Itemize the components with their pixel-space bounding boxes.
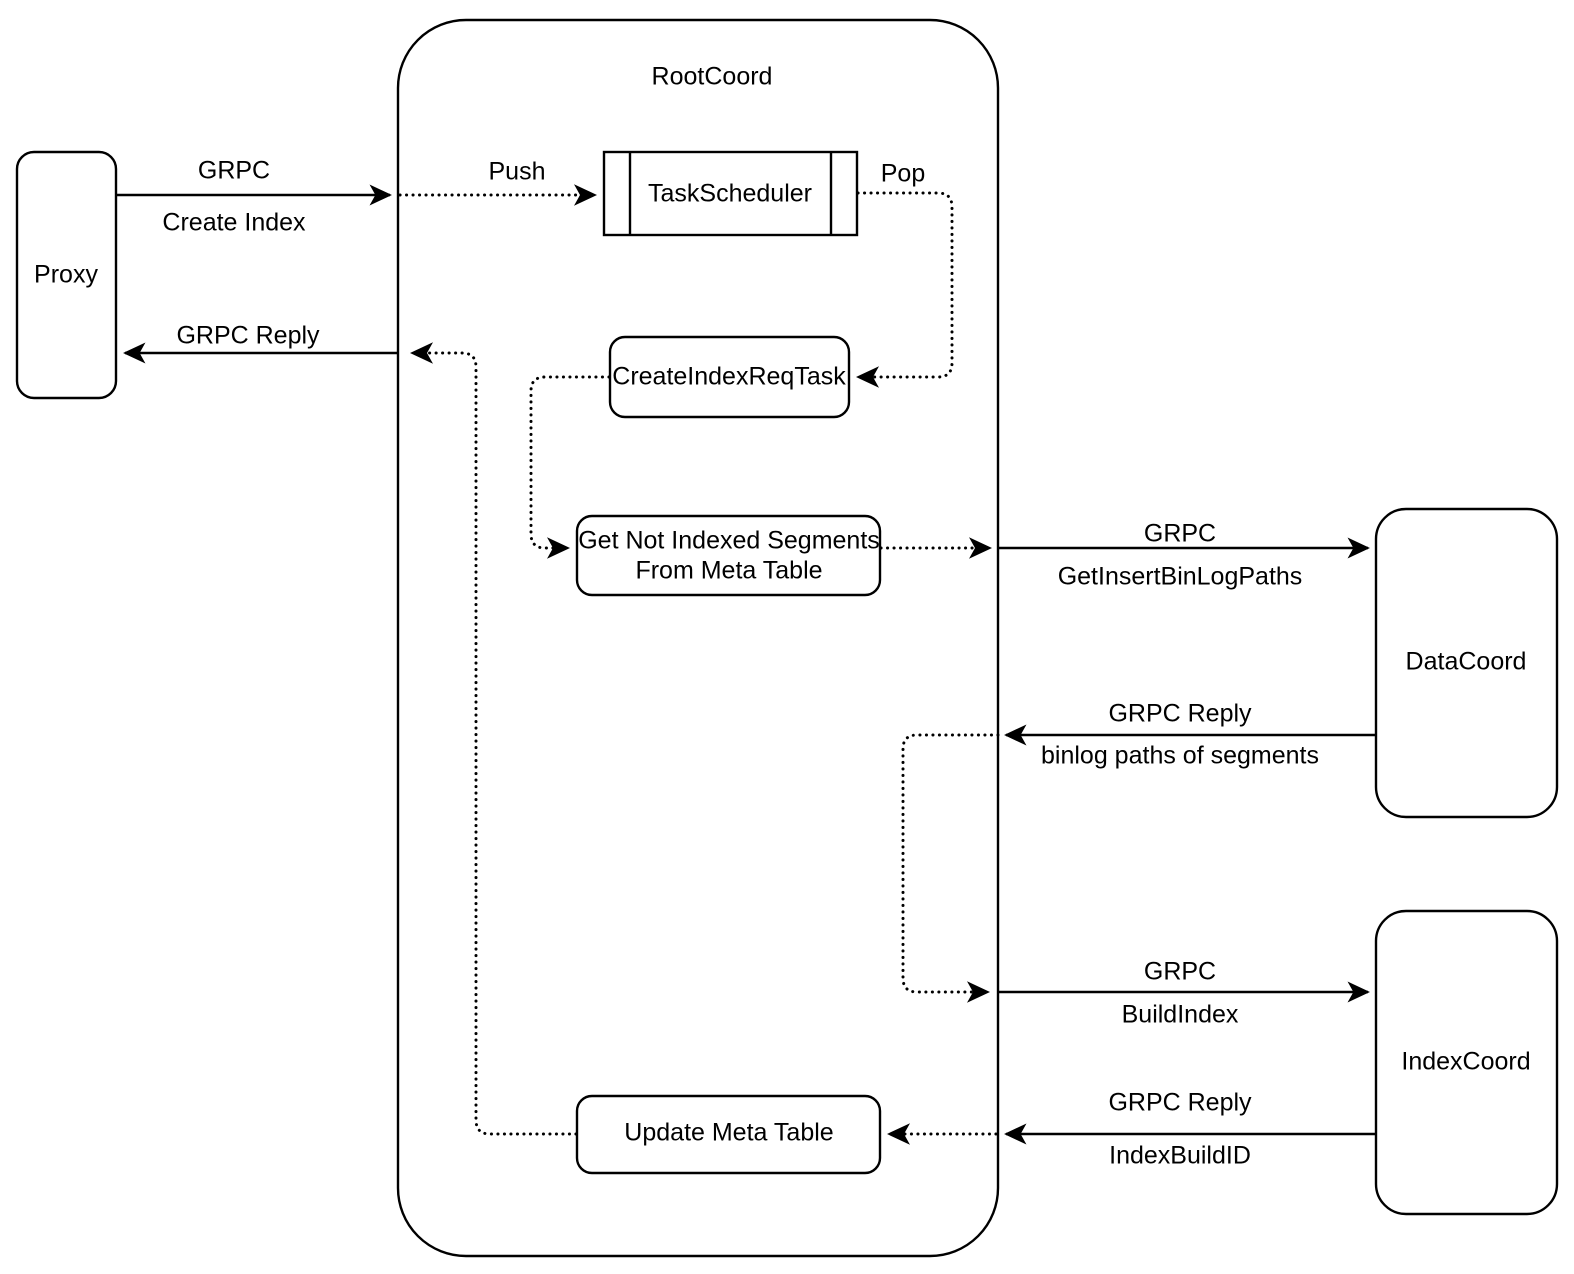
container-rootcoord[interactable]: RootCoord (396, 18, 1000, 1258)
edge-rootcoord-to-datacoord-label-line2: GetInsertBinLogPaths (1058, 563, 1303, 591)
rootcoord-title: RootCoord (652, 63, 773, 91)
edge-indexcoord-to-rootcoord-label-line1: GRPC Reply (1108, 1089, 1252, 1117)
get-not-indexed-segments-label-line1: Get Not Indexed Segments (578, 527, 880, 555)
edge-proxy-to-rootcoord-label-line1: GRPC (198, 157, 270, 185)
node-get-not-indexed-segments[interactable]: Get Not Indexed Segments From Meta Table (575, 514, 882, 597)
edge-datacoord-to-rootcoord[interactable]: GRPC Reply binlog paths of segments (1004, 700, 1376, 770)
task-scheduler-label: TaskScheduler (648, 180, 812, 208)
node-datacoord[interactable]: DataCoord (1374, 507, 1559, 819)
get-not-indexed-segments-box (575, 514, 882, 597)
rootcoord-boundary (396, 18, 1000, 1258)
update-meta-table-label: Update Meta Table (624, 1119, 833, 1147)
datacoord-label: DataCoord (1406, 648, 1527, 676)
edge-update-meta-table-to-grpc-reply-line (410, 342, 578, 1136)
edge-rootcoord-to-datacoord[interactable]: GRPC GetInsertBinLogPaths (998, 520, 1370, 591)
edge-rootcoord-to-indexcoord-label-line2: BuildIndex (1122, 1001, 1239, 1029)
edge-create-index-req-task-to-get-segments[interactable] (529, 375, 611, 559)
edge-binlog-reply-to-buildindex-line (901, 733, 1000, 1003)
edge-datacoord-to-rootcoord-label-line2: binlog paths of segments (1041, 742, 1319, 770)
edge-pop-to-create-index-req-task[interactable]: Pop (856, 160, 954, 388)
edge-create-index-req-task-to-get-segments-line (529, 375, 611, 559)
indexcoord-box (1374, 909, 1559, 1216)
edge-binlog-reply-to-buildindex[interactable] (901, 733, 1000, 1003)
edge-indexcoord-to-rootcoord[interactable]: GRPC Reply IndexBuildID (1004, 1089, 1376, 1170)
datacoord-box (1374, 507, 1559, 819)
task-scheduler-box (602, 150, 859, 237)
edge-update-meta-table-to-grpc-reply[interactable] (410, 342, 578, 1136)
edge-rootcoord-to-indexcoord-label-line1: GRPC (1144, 958, 1216, 986)
proxy-box (15, 150, 118, 400)
edge-datacoord-to-rootcoord-label-line1: GRPC Reply (1108, 700, 1252, 728)
node-update-meta-table[interactable]: Update Meta Table (575, 1094, 882, 1175)
edge-push-label: Push (489, 158, 546, 186)
edge-proxy-to-rootcoord-label-line2: Create Index (162, 209, 306, 237)
edge-rootcoord-to-proxy-label: GRPC Reply (176, 322, 320, 350)
node-proxy[interactable]: Proxy (15, 150, 118, 400)
edge-push-to-task-scheduler[interactable]: Push (398, 158, 597, 206)
edge-pop-line (856, 191, 954, 388)
node-task-scheduler[interactable]: TaskScheduler (602, 150, 859, 237)
proxy-label: Proxy (34, 261, 98, 289)
edge-rootcoord-to-indexcoord[interactable]: GRPC BuildIndex (998, 958, 1370, 1029)
create-index-req-task-label: CreateIndexReqTask (612, 363, 846, 391)
indexcoord-label: IndexCoord (1401, 1048, 1530, 1076)
edge-pop-label: Pop (881, 160, 925, 188)
node-indexcoord[interactable]: IndexCoord (1374, 909, 1559, 1216)
edge-rootcoord-to-proxy[interactable]: GRPC Reply (123, 322, 399, 364)
edge-indexcoord-to-rootcoord-label-line2: IndexBuildID (1109, 1142, 1251, 1170)
edge-rootcoord-to-datacoord-label-line1: GRPC (1144, 520, 1216, 548)
node-create-index-req-task[interactable]: CreateIndexReqTask (608, 335, 851, 419)
edge-proxy-to-rootcoord[interactable]: GRPC Create Index (117, 157, 392, 237)
get-not-indexed-segments-label-line2: From Meta Table (635, 557, 822, 585)
